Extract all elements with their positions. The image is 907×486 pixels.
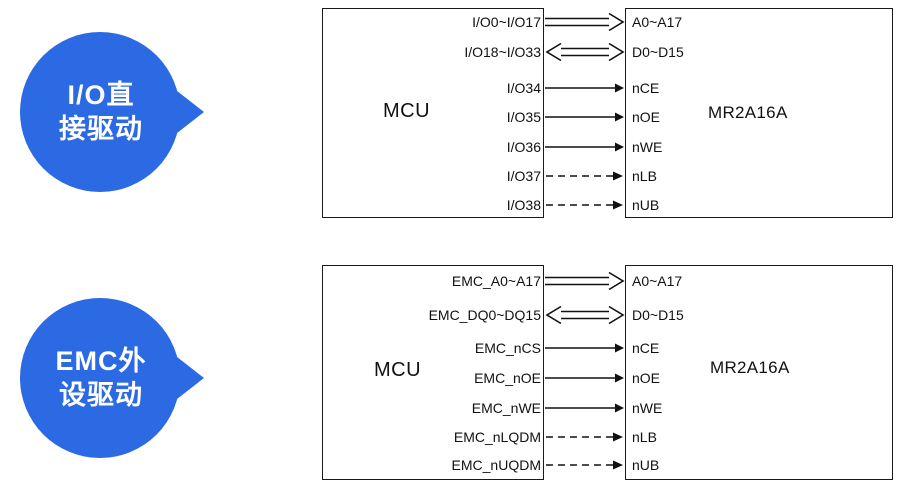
mcu-pin-label: EMC_nLQDM — [453, 429, 541, 445]
memory-chip-label: MR2A16A — [708, 103, 788, 122]
signal-arrow — [545, 75, 625, 101]
memory-pin-label: A0~A17 — [632, 14, 683, 30]
signal-arrow — [545, 39, 625, 65]
mcu-pin-label: EMC_nUQDM — [451, 457, 541, 473]
signal-arrow — [545, 424, 625, 450]
memory-pin-label: nOE — [632, 109, 661, 125]
badge-line-2: 接驱动 — [59, 114, 143, 144]
memory-pin-label: nLB — [632, 168, 657, 184]
signal-arrow — [545, 9, 625, 35]
mcu-pin-label: I/O0~I/O17 — [472, 14, 541, 30]
memory-pin-label: D0~D15 — [632, 307, 684, 323]
mcu-pin-label: EMC_nCS — [474, 340, 541, 356]
mcu-box — [322, 8, 544, 218]
bubble-tail — [136, 325, 204, 431]
mcu-chip-label: MCU — [383, 100, 431, 122]
badge-line-1: EMC外 — [55, 346, 147, 376]
bubble-shape-icon — [20, 32, 204, 192]
mcu-pin-label: I/O18~I/O33 — [464, 44, 541, 60]
badge-io-direct-text: I/O直 接驱动 — [18, 78, 184, 146]
memory-pin-label: nUB — [632, 197, 660, 213]
memory-pin-label: nWE — [632, 400, 663, 416]
memory-box — [625, 265, 893, 480]
memory-pin-label: nCE — [632, 340, 660, 356]
mcu-pin-label: I/O38 — [506, 197, 541, 213]
signal-arrow — [545, 365, 625, 391]
signal-arrow — [545, 192, 625, 218]
memory-chip-label: MR2A16A — [710, 358, 790, 377]
signal-arrow — [545, 452, 625, 478]
memory-pin-label: nWE — [632, 139, 663, 155]
bubble-shape-icon — [20, 298, 204, 458]
mcu-pin-label: EMC_A0~A17 — [451, 273, 541, 289]
mcu-pin-label: I/O37 — [506, 168, 541, 184]
signal-arrow — [545, 302, 625, 328]
badge-emc-drive-text: EMC外 设驱动 — [18, 344, 184, 412]
signal-arrow — [545, 104, 625, 130]
memory-pin-label: A0~A17 — [632, 273, 683, 289]
signal-arrow — [545, 163, 625, 189]
mcu-pin-label: EMC_DQ0~DQ15 — [428, 307, 541, 323]
memory-pin-label: nLB — [632, 429, 657, 445]
mcu-pin-label: I/O35 — [506, 109, 541, 125]
memory-box — [625, 8, 893, 218]
mcu-pin-label: EMC_nOE — [474, 370, 541, 386]
mcu-pin-label: I/O34 — [506, 80, 541, 96]
badge-line-1: I/O直 — [67, 80, 135, 110]
signal-arrow — [545, 395, 625, 421]
mcu-chip-label: MCU — [374, 359, 422, 381]
badge-line-2: 设驱动 — [59, 380, 143, 410]
badge-emc-drive: EMC外 设驱动 — [18, 293, 208, 463]
signal-arrow — [545, 268, 625, 294]
memory-pin-label: nCE — [632, 80, 660, 96]
bubble-tail — [136, 59, 204, 165]
signal-arrow — [545, 134, 625, 160]
mcu-pin-label: EMC_nWE — [471, 400, 541, 416]
memory-pin-label: nOE — [632, 370, 661, 386]
signal-arrow — [545, 335, 625, 361]
badge-io-direct: I/O直 接驱动 — [18, 27, 208, 197]
memory-pin-label: nUB — [632, 457, 660, 473]
mcu-pin-label: I/O36 — [506, 139, 541, 155]
memory-pin-label: D0~D15 — [632, 44, 684, 60]
mcu-box — [322, 265, 544, 480]
